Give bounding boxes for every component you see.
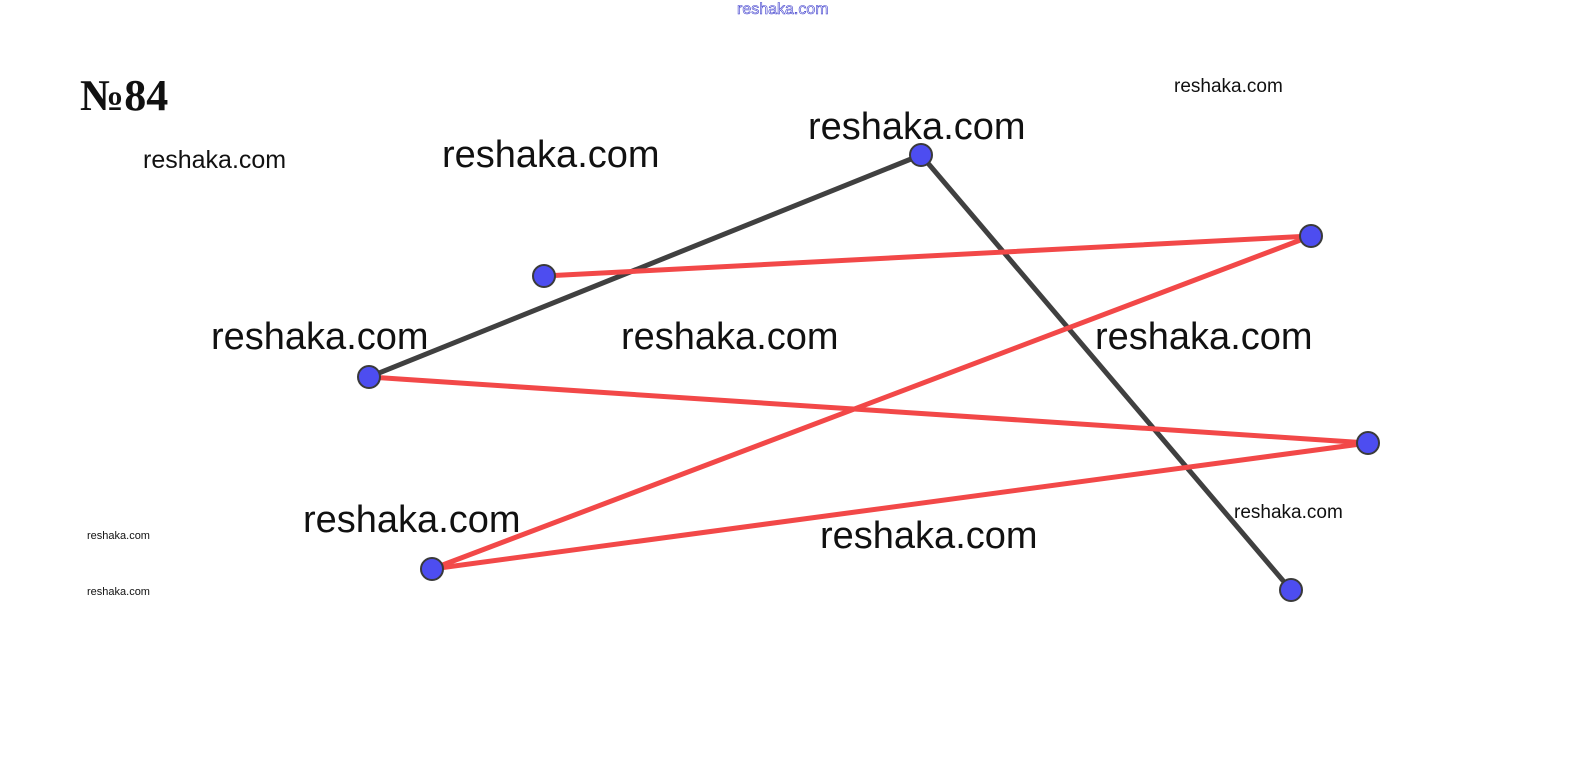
black-polyline bbox=[366, 152, 1294, 593]
point-5 bbox=[1356, 431, 1380, 455]
watermark-text: reshaka.com bbox=[820, 515, 1038, 557]
watermark-text: reshaka.com bbox=[211, 316, 429, 358]
watermark-text: reshaka.com bbox=[1174, 76, 1283, 97]
red-segment-1 bbox=[541, 233, 1314, 279]
point-2 bbox=[532, 264, 556, 288]
point-1 bbox=[909, 143, 933, 167]
watermark-text: reshaka.com bbox=[1095, 316, 1313, 358]
problem-number: №84 bbox=[80, 71, 169, 120]
red-segment-2 bbox=[429, 233, 1314, 572]
watermark-text: reshaka.com bbox=[87, 586, 150, 598]
red-segment-3 bbox=[429, 440, 1371, 572]
red-segment-4 bbox=[366, 374, 1371, 446]
watermark-text: reshaka.com bbox=[143, 146, 287, 174]
point-6 bbox=[420, 557, 444, 581]
points bbox=[357, 143, 1380, 602]
red-polyline bbox=[366, 233, 1371, 572]
black-segment-2 bbox=[918, 152, 1294, 593]
watermark-text: reshaka.com bbox=[87, 530, 150, 542]
watermark-text: reshaka.com bbox=[442, 134, 660, 176]
point-7 bbox=[1279, 578, 1303, 602]
watermark-text: reshaka.com bbox=[621, 316, 839, 358]
watermark-text: reshaka.com bbox=[1234, 502, 1343, 523]
black-segment-1 bbox=[366, 152, 924, 380]
point-4 bbox=[357, 365, 381, 389]
point-3 bbox=[1299, 224, 1323, 248]
watermark-text: reshaka.com bbox=[808, 106, 1026, 148]
watermark-text: reshaka.com bbox=[303, 499, 521, 541]
header-watermark: reshaka.com bbox=[737, 1, 829, 18]
